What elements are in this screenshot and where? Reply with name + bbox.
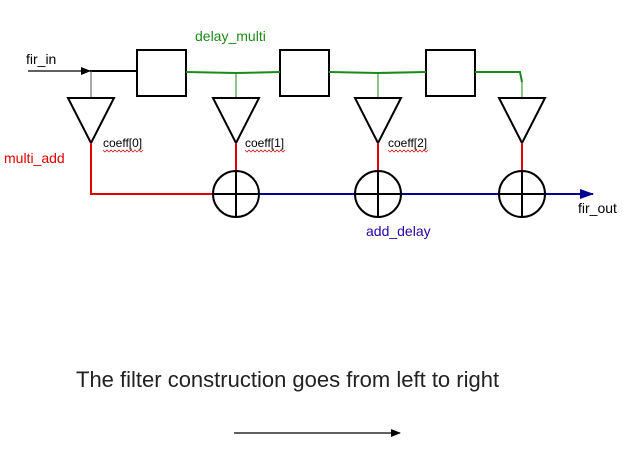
adder-1 [212, 170, 260, 218]
multiplier-2 [353, 97, 403, 146]
multiplier-0 [66, 97, 116, 146]
coeff-label-1: coeff[1] [245, 136, 284, 150]
delay-multi-taps [235, 73, 523, 98]
delay-block-2 [279, 49, 330, 97]
multiplier-3 [497, 97, 547, 146]
multiplier-1 [211, 97, 261, 146]
multi-add-wires [90, 143, 523, 195]
coeff-label-2: coeff[2] [388, 136, 427, 150]
coeff-label-0: coeff[0] [103, 136, 142, 150]
fir-in-label: fir_in [26, 51, 56, 67]
coeff-spellcheck-underlines [102, 149, 429, 153]
caption-text: The filter construction goes from left t… [76, 367, 499, 392]
delay-multi-label: delay_multi [195, 28, 266, 44]
multi-add-label: multi_add [4, 150, 65, 166]
delay-block-3 [425, 49, 476, 97]
fir-out-label: fir_out [578, 200, 617, 216]
add-delay-label: add_delay [366, 223, 431, 239]
adder-3 [498, 170, 546, 218]
adder-2 [354, 170, 402, 218]
delay-block-1 [136, 49, 187, 97]
